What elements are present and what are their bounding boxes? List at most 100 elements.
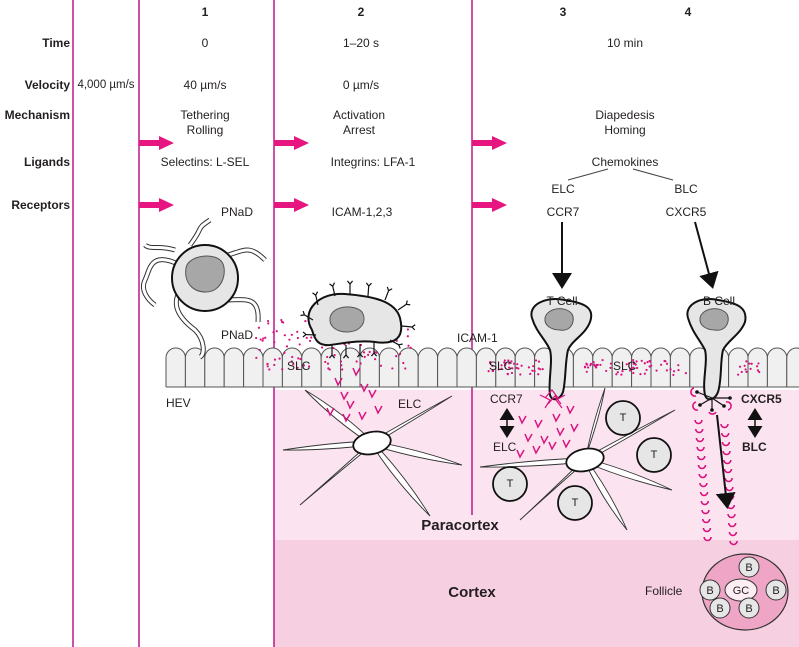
endothelial-cell [340,347,361,387]
slc-dot [621,369,624,373]
block-arrow-icon [274,136,309,150]
label-t-1: T [506,478,514,490]
arrested-lymphocyte [300,280,416,359]
slc-dot [503,363,507,367]
slc-dot [281,368,284,371]
endothelial-cell [572,347,594,387]
slc-dot [749,367,752,370]
slc-dot [756,369,760,372]
label-b-bottom-right: B [745,603,753,615]
endothelial-cell [320,347,342,387]
slc-dot [640,359,643,362]
slc-dot [757,362,760,365]
row-label-ligands: Ligands [23,155,70,169]
slc-dot [500,364,503,367]
slc-dot [630,367,633,370]
slc-dot [326,355,329,359]
slc-dot [532,365,535,368]
slc-dot [508,366,511,369]
endothelial-cell [398,347,419,387]
step34-mechanism-1: Diapedesis [595,108,655,122]
block-arrow-icon [139,198,174,212]
label-paracortex: Paracortex [421,517,499,534]
block-arrow-icon [139,136,174,150]
hev-endothelium [165,347,799,388]
slc-dot [669,368,672,371]
slc-dot [643,372,646,375]
slc-dot [531,369,534,372]
slc-dot [368,350,371,354]
step2-mechanism-2: Arrest [342,123,376,137]
row-label-mechanism: Mechanism [4,108,70,122]
label-t-cell: T Cell [546,294,578,308]
slc-dot [310,336,313,339]
chemokine-branch-left [567,168,609,181]
slc-dot [363,355,366,358]
slc-dot [541,368,544,371]
slc-dot [406,335,409,338]
slc-dot [491,369,495,372]
label-gc: GC [732,585,750,597]
label-cortex: Cortex [448,584,496,601]
transmigrating-t-cell [530,298,593,409]
stromal-cell-right [479,387,676,531]
t-cell-1 [492,466,528,502]
step-number-4: 4 [684,5,692,19]
slc-dot [340,364,343,367]
slc-dot [362,351,366,354]
chemokine-branch-right [632,168,674,181]
slc-dot [740,370,743,374]
endothelial-cell [262,347,283,387]
step34-ligands: Chemokines [591,155,659,169]
slc-dot [672,370,676,373]
slc-dot [307,365,311,368]
slc-dot [585,370,588,373]
step34-mechanism-2: Homing [604,123,646,137]
label-pnad: PNaD [221,328,254,342]
slc-dot [398,352,402,355]
slc-dot [645,368,648,372]
endothelial-cell [417,347,439,387]
b-cell-top [738,556,760,578]
slc-dot [745,370,748,373]
label-b-cell: B Cell [702,294,736,308]
label-slc-2: SLC [489,359,513,373]
slc-dot [636,366,639,370]
label-t-3: T [619,412,627,424]
slc-dot [527,366,531,369]
stromal-cell-left [282,389,463,517]
slc-dot [304,319,307,323]
slc-dot [625,363,628,366]
slc-dot [743,364,746,367]
step34-ligand-elc: ELC [551,182,575,196]
endothelial-cell [766,347,788,387]
step1-mechanism-2: Rolling [186,123,224,137]
slc-dot [266,319,270,323]
slc-dot [326,362,330,365]
endothelial-cell [786,347,799,387]
row-label-time: Time [42,36,70,50]
slc-dot [748,362,751,365]
slc-dot [489,361,492,364]
step-arrows [139,136,507,212]
label-icam1: ICAM-1 [457,331,498,345]
slc-dot [290,360,293,363]
slc-dot [605,369,608,373]
slc-dot [677,368,680,372]
label-cxcr5: CXCR5 [741,392,782,406]
slc-dot [261,339,264,342]
t-cell-2 [557,485,593,521]
slc-dot [664,360,667,363]
slc-dot [404,367,407,370]
b-cell-bottom-left [709,597,731,619]
endothelial-cell [359,347,380,387]
slc-dot [395,354,398,358]
endothelial-cell [669,347,691,387]
cxcr5-to-bcell-arrow [694,221,719,289]
slc-dot [684,372,687,375]
slc-dot [278,357,281,360]
step2-velocity: 0 µm/s [342,78,380,92]
block-arrow-icon [472,198,507,212]
bcell-to-follicle-arrow [715,414,736,509]
label-b-left: B [706,585,714,597]
